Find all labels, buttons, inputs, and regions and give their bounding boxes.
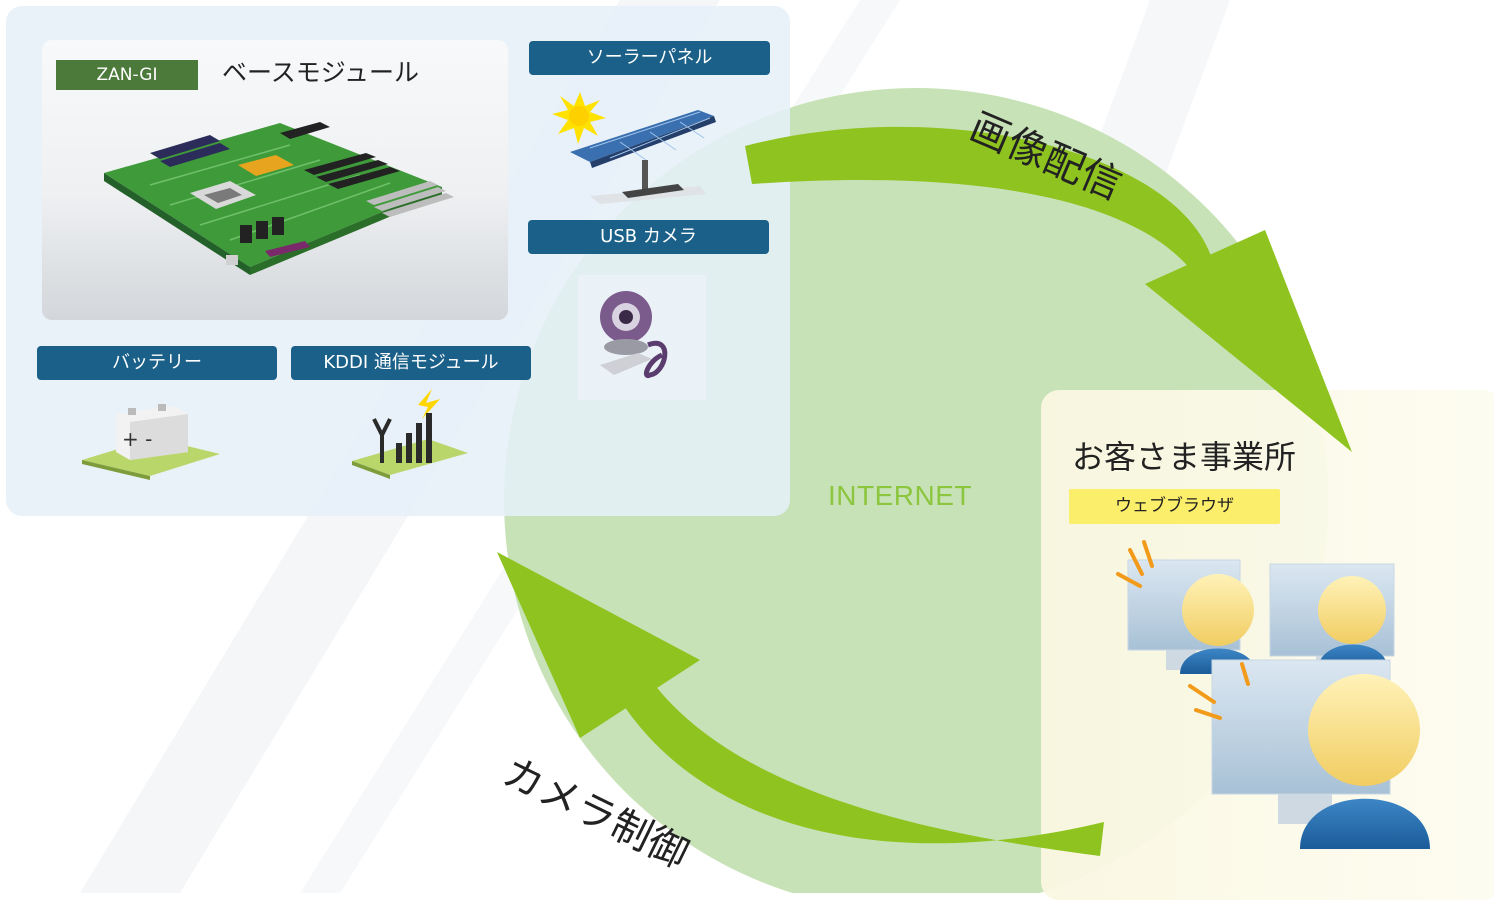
motherboard-icon [104, 122, 454, 275]
antenna-signal-icon [352, 389, 468, 479]
image-delivery-arrow [745, 126, 1213, 282]
camera-control-arrow [614, 664, 1104, 856]
internet-label: INTERNET [828, 480, 972, 511]
image-delivery-arrowhead [1145, 230, 1352, 452]
kddi-module-label: KDDI 通信モジュール [291, 346, 531, 380]
battery-icon: + - [82, 404, 220, 480]
usb-camera-icon [578, 275, 706, 400]
users-monitors-icon [1116, 540, 1430, 849]
base-module-title: ベースモジュール [222, 58, 420, 87]
product-tag: ZAN-GI [56, 60, 198, 90]
camera-control-arrowhead [497, 552, 700, 738]
battery-label: バッテリー [37, 346, 277, 380]
svg-text:+ -: + - [122, 427, 152, 451]
browser-tag: ウェブブラウザ [1069, 489, 1280, 524]
solar-panel-icon [552, 92, 716, 204]
solar-panel-label: ソーラーパネル [529, 41, 770, 75]
customer-title: お客さま事業所 [1072, 438, 1297, 476]
customer-panel [1041, 390, 1494, 900]
usb-camera-label: USB カメラ [528, 220, 769, 254]
